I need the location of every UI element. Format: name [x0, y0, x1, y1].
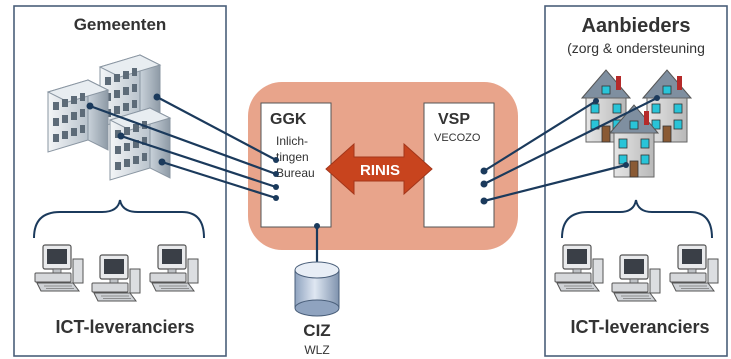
vsp-box — [423, 102, 495, 228]
right-panel-title: Aanbieders — [582, 15, 691, 37]
vsp-title: VSP — [438, 111, 470, 128]
connector-dot — [86, 93, 279, 201]
office-building-icon — [47, 79, 109, 153]
computer-workstation-icon — [611, 254, 661, 302]
left-brace — [33, 199, 205, 239]
right-connectors — [483, 97, 658, 203]
ggk-line: Inlich- — [276, 134, 308, 148]
rinis-double-arrow — [325, 142, 433, 196]
vsp-subtitle: VECOZO — [434, 132, 481, 144]
left-panel-frame — [13, 5, 227, 357]
left-connectors — [89, 96, 277, 200]
ciz-subtitle: WLZ — [304, 343, 329, 357]
connector-dot — [314, 223, 320, 229]
ggk-line: Bureau — [276, 166, 315, 180]
computer-workstation-icon — [91, 254, 141, 302]
computer-workstation-icon — [149, 244, 199, 292]
left-panel-footer: ICT-leveranciers — [55, 317, 194, 337]
computer-workstation-icon — [554, 244, 604, 292]
connector-dot — [480, 95, 660, 205]
database-icon — [294, 261, 340, 317]
left-panel-title: Gemeenten — [74, 15, 167, 34]
computer-workstation-icon — [669, 244, 719, 292]
ggk-title: GGK — [270, 111, 307, 128]
right-panel-subtitle: (zorg & ondersteuning — [567, 40, 705, 56]
rinis-label: RINIS — [360, 162, 400, 179]
ciz-title: CIZ — [303, 321, 330, 340]
right-brace — [561, 199, 713, 239]
right-panel-footer: ICT-leveranciers — [570, 317, 709, 337]
office-building-icon — [109, 107, 171, 181]
ggk-line: tingen — [276, 150, 309, 164]
computer-workstation-icon — [34, 244, 84, 292]
right-panel-frame — [544, 5, 728, 357]
